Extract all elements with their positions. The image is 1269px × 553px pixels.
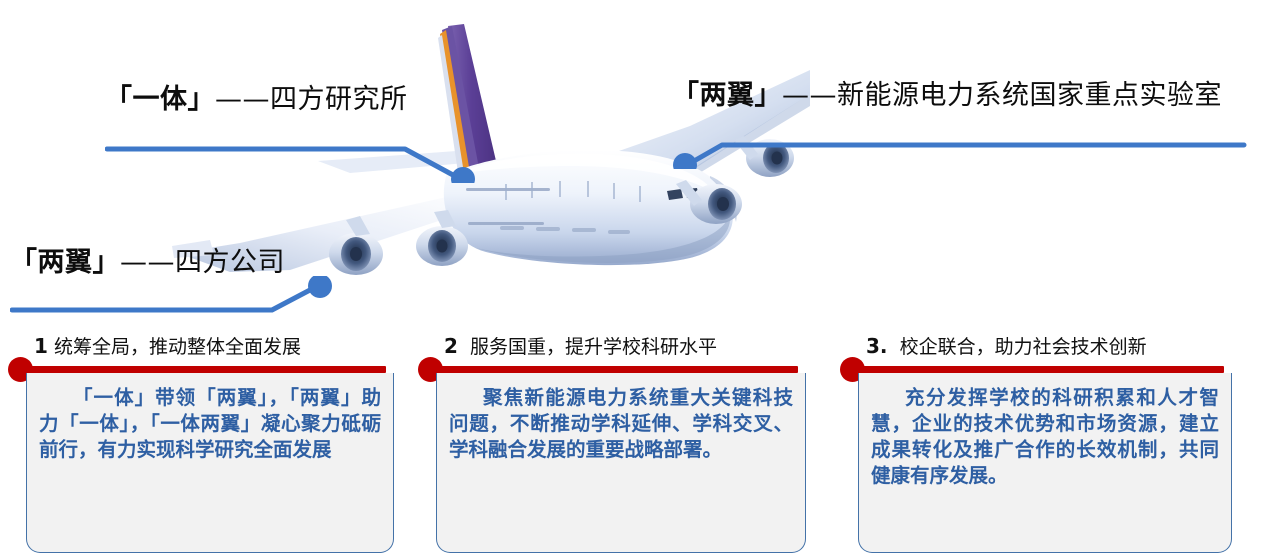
quote-open: 「 <box>10 247 38 277</box>
card-1-heading-text: 统筹全局，推动整体全面发展 <box>53 336 301 358</box>
callout-dash: —— <box>782 80 837 111</box>
quote-close: 」 <box>92 247 120 277</box>
callout-leader-line-liangyi-lab <box>673 142 1247 169</box>
card-3-body-text: 充分发挥学校的科研积累和人才智慧，企业的技术优势和市场资源，建立成果转化及推广合… <box>871 386 1219 487</box>
callout-yiti-institute-label: 「一体」——四方研究所 <box>105 84 485 115</box>
quote-open: 「 <box>105 84 133 114</box>
card-1-heading: 1 统筹全局，推动整体全面发展 <box>34 332 301 359</box>
quote-close: 」 <box>187 84 215 114</box>
card-2-heading: 2 服务国重，提升学校科研水平 <box>444 332 717 359</box>
card-1-body-text: 「一体」带领「两翼」，「两翼」助力「一体」，「一体两翼」凝心聚力砥砺前行，有力实… <box>39 386 381 461</box>
callout-keyword: 两翼 <box>37 247 93 278</box>
callout-liangyi-company-label: 「两翼」——四方公司 <box>10 247 340 278</box>
callout-dash: —— <box>120 247 175 278</box>
callout-liangyi-company: 「两翼」——四方公司 <box>10 249 340 326</box>
card-3-number: 3. <box>866 334 888 358</box>
card-3-body-box: 充分发挥学校的科研积累和人才智慧，企业的技术优势和市场资源，建立成果转化及推广合… <box>858 373 1232 553</box>
card-2-heading-text: 服务国重，提升学校科研水平 <box>470 336 718 358</box>
card-1-body-box: 「一体」带领「两翼」，「两翼」助力「一体」，「一体两翼」凝心聚力砥砺前行，有力实… <box>26 373 394 553</box>
callout-leader-line-yiti <box>105 146 475 183</box>
card-1-number: 1 <box>34 334 48 358</box>
callout-target: 四方研究所 <box>270 84 408 115</box>
card-2-number: 2 <box>444 334 458 358</box>
callout-endpoint-dot <box>673 153 697 169</box>
callout-endpoint-dot <box>308 276 332 298</box>
card-2-body-box: 聚焦新能源电力系统重大关键科技问题，不断推动学科延伸、学科交叉、学科融合发展的重… <box>436 373 806 553</box>
card-3-accent-bar <box>854 366 1224 373</box>
quote-close: 」 <box>754 80 782 110</box>
callout-liangyi-lab-label: 「两翼」——新能源电力系统国家重点实验室 <box>672 80 1252 111</box>
airbus-a380-airplane <box>170 8 810 308</box>
callout-target: 四方公司 <box>175 247 285 278</box>
callout-dash: —— <box>215 84 270 115</box>
quote-open: 「 <box>672 80 700 110</box>
callout-yiti-institute: 「一体」——四方研究所 <box>105 86 485 183</box>
callout-target: 新能源电力系统国家重点实验室 <box>837 80 1222 111</box>
callout-liangyi-lab: 「两翼」——新能源电力系统国家重点实验室 <box>672 82 1252 169</box>
callout-keyword: 两翼 <box>699 80 755 111</box>
callout-keyword: 一体 <box>132 84 188 115</box>
card-1-accent-bar <box>22 366 386 373</box>
card-2-body-text: 聚焦新能源电力系统重大关键科技问题，不断推动学科延伸、学科交叉、学科融合发展的重… <box>449 386 793 461</box>
card-3-heading-text: 校企联合，助力社会技术创新 <box>899 336 1147 358</box>
card-3-heading: 3. 校企联合，助力社会技术创新 <box>866 332 1147 359</box>
card-2-accent-bar <box>432 366 798 373</box>
callout-endpoint-dot <box>451 167 475 183</box>
callout-leader-line-liangyi-company <box>10 276 332 313</box>
